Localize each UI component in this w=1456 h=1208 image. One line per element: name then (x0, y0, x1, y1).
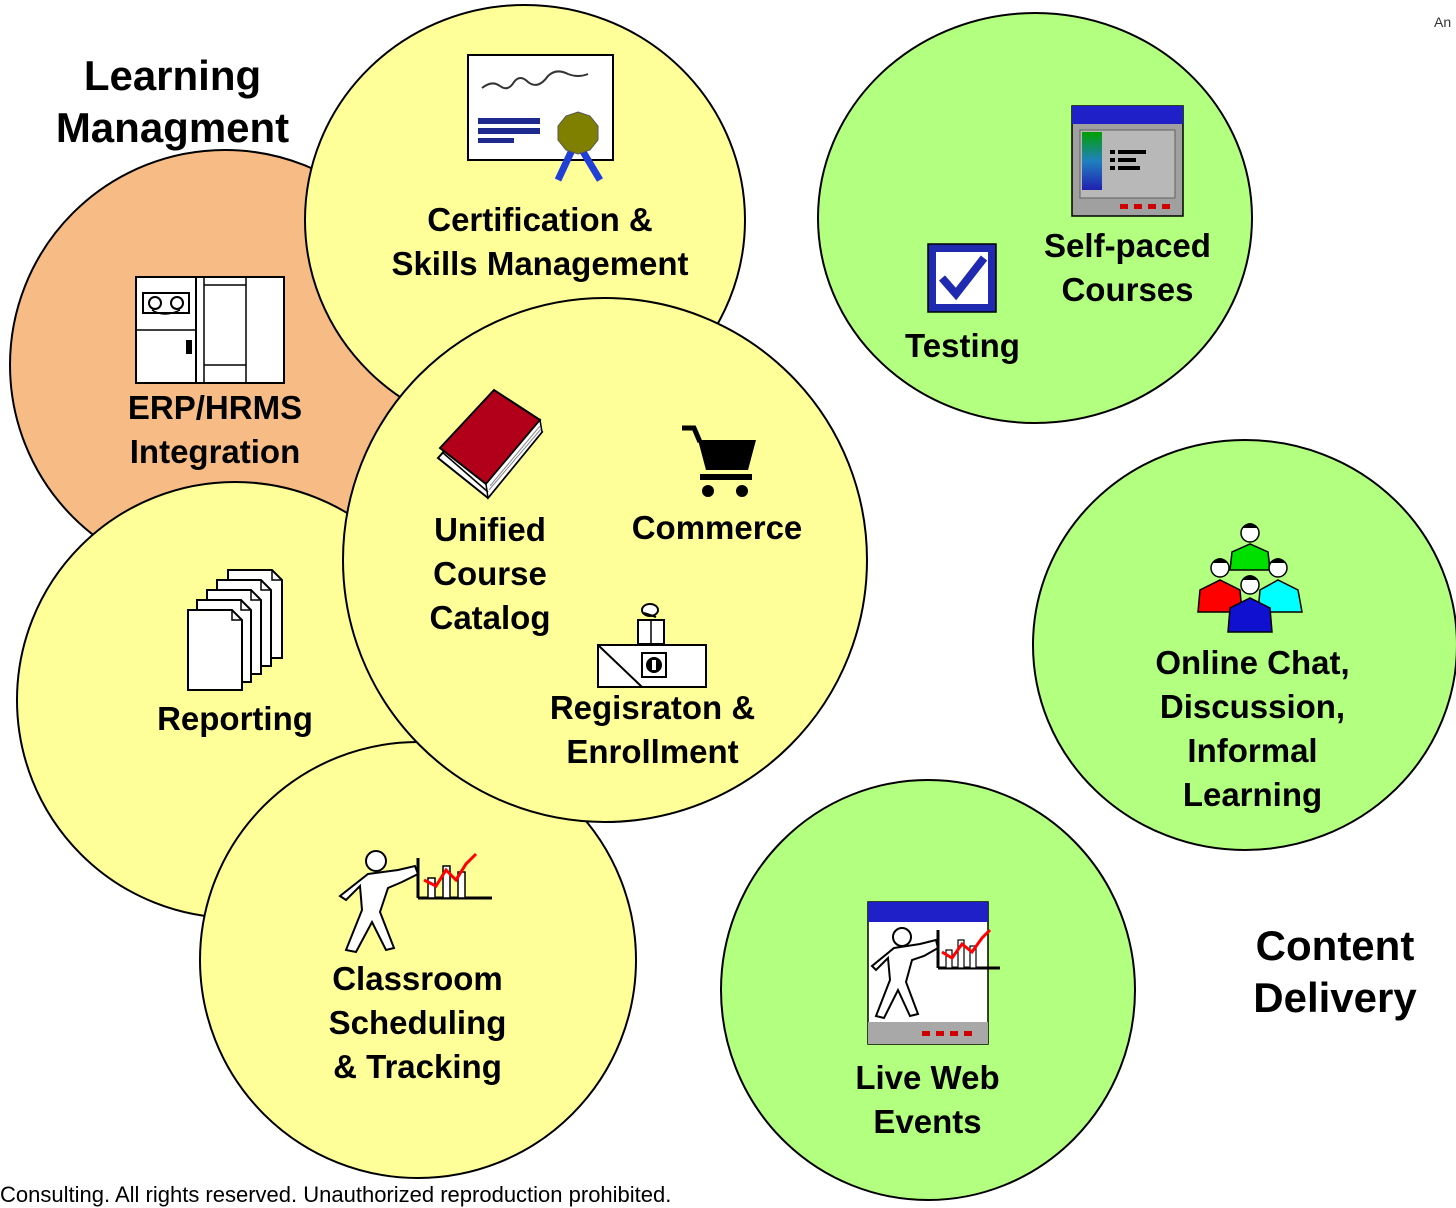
label-self-paced: Self-paced Courses (1044, 227, 1211, 308)
label-certification: Certification & Skills Management (391, 201, 689, 282)
checkbox-icon (927, 243, 997, 313)
corner-text: An (1434, 14, 1452, 30)
label-classroom: Classroom Scheduling & Tracking (328, 960, 507, 1085)
label-commerce: Commerce (631, 509, 803, 546)
people-group-icon (1197, 523, 1303, 633)
book-icon (436, 388, 544, 500)
label-erp: ERP/HRMS Integration (127, 389, 303, 470)
group-label-content-delivery: Content Delivery (1253, 922, 1417, 1021)
label-live-web: Live Web Events (855, 1059, 1000, 1140)
label-reporting: Reporting (157, 700, 313, 737)
course-window-icon (1071, 105, 1184, 217)
copyright-footer: Consulting. All rights reserved. Unautho… (0, 1182, 672, 1207)
shopping-cart-icon (682, 425, 756, 497)
label-catalog: Unified Course Catalog (429, 511, 551, 636)
group-label-learning-management: Learning Managment (55, 52, 290, 151)
label-testing: Testing (905, 327, 1020, 364)
circle-online-chat (1032, 439, 1456, 851)
certificate-icon (467, 54, 614, 182)
presenter-icon (338, 850, 492, 954)
documents-icon (187, 569, 283, 691)
label-registration: Regisraton & Enrollment (549, 689, 756, 770)
registration-desk-icon (597, 603, 707, 688)
web-event-icon (867, 901, 1000, 1045)
server-icon (135, 276, 285, 384)
label-online-chat: Online Chat, Discussion, Informal Learni… (1155, 644, 1350, 813)
